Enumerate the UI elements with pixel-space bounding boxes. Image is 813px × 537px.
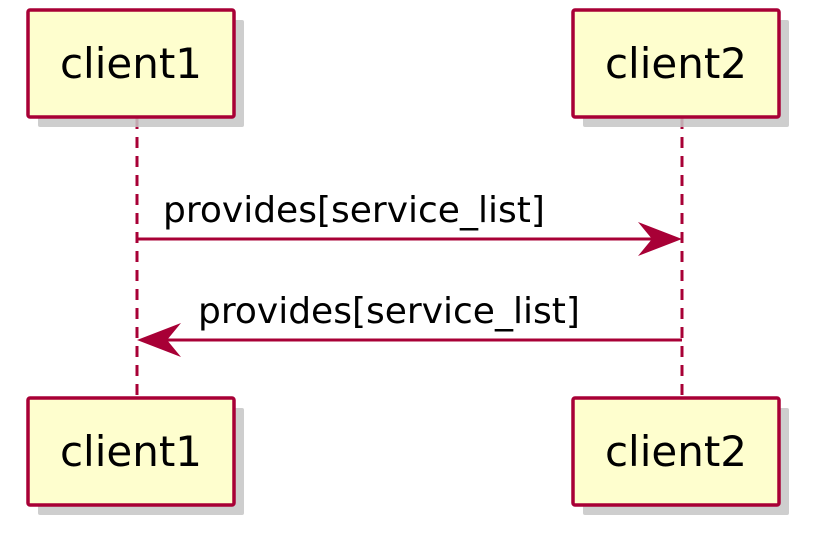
arrowhead-left-icon <box>137 323 181 357</box>
participant-box <box>571 396 781 507</box>
participant-client2-top[interactable]: client2 <box>571 8 789 127</box>
participant-client1-bottom[interactable]: client1 <box>26 396 244 515</box>
participant-label: client1 <box>60 427 202 476</box>
arrowhead-right-icon <box>638 222 682 256</box>
message-label: provides[service_list] <box>163 190 545 231</box>
participant-label: client2 <box>605 39 747 88</box>
participant-client2-bottom[interactable]: client2 <box>571 396 789 515</box>
participant-box <box>26 396 236 507</box>
message-1: provides[service_list] <box>137 190 682 256</box>
participant-label: client1 <box>60 39 202 88</box>
participant-box <box>571 8 781 119</box>
participant-box <box>26 8 236 119</box>
participant-label: client2 <box>605 427 747 476</box>
participant-client1-top[interactable]: client1 <box>26 8 244 127</box>
message-label: provides[service_list] <box>198 291 580 332</box>
message-2: provides[service_list] <box>137 291 682 357</box>
